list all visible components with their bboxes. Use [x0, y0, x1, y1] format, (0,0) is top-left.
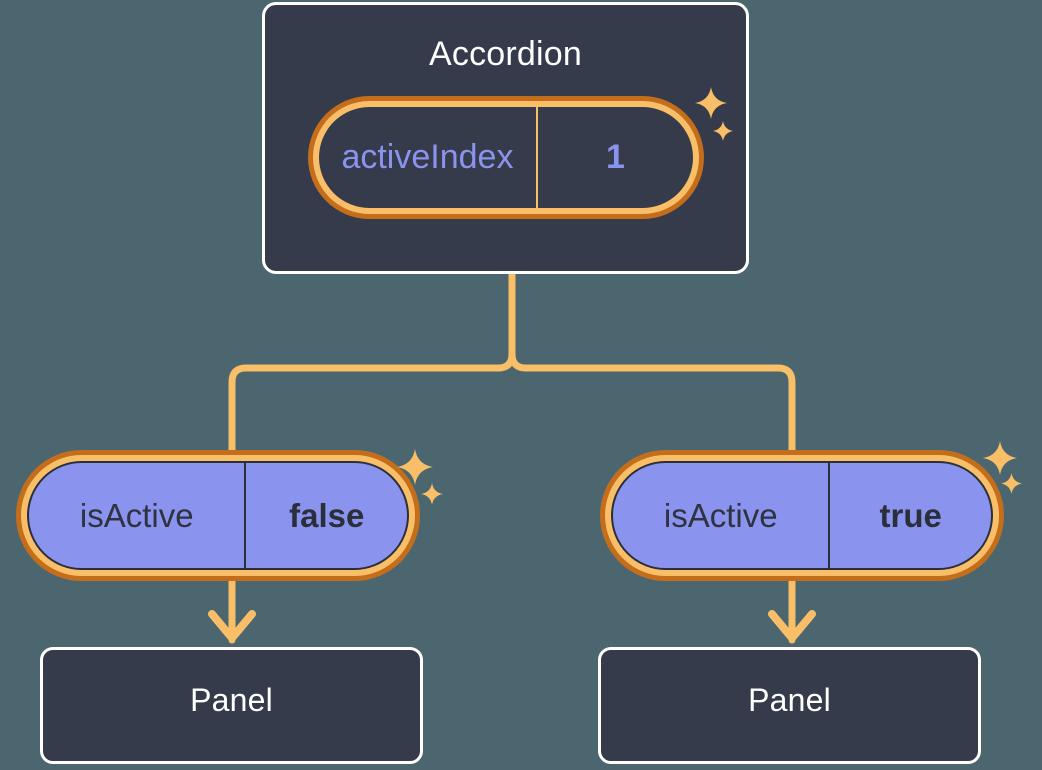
sparkle-icon	[1000, 472, 1023, 495]
state-pill-isactive-left[interactable]: isActive false	[16, 450, 420, 581]
node-panel-left[interactable]: Panel	[40, 647, 423, 764]
state-pill-value: 1	[605, 138, 625, 176]
node-accordion-label: Accordion	[429, 35, 582, 73]
state-pill-body: isActive false	[27, 461, 409, 570]
state-pill-body: isActive true	[611, 461, 993, 570]
state-pill-ring: isActive false	[21, 455, 415, 576]
state-pill-ring: activeIndex 1	[313, 101, 699, 214]
state-pill-isactive-right[interactable]: isActive true	[600, 450, 1004, 581]
state-pill-ring: isActive true	[605, 455, 999, 576]
edge-root-to-right	[508, 270, 796, 456]
state-pill-key: isActive	[613, 463, 831, 568]
sparkle-icon	[420, 482, 444, 506]
arrowhead-right-icon	[768, 610, 816, 642]
state-pill-key: isActive	[29, 463, 247, 568]
edge-root-to-left	[228, 270, 516, 456]
state-pill-value: true	[879, 496, 942, 534]
sparkle-icon	[982, 440, 1018, 476]
node-panel-label: Panel	[748, 682, 831, 718]
state-pill-body: activeIndex 1	[319, 107, 693, 208]
state-pill-value: false	[289, 496, 365, 534]
arrowhead-left-icon	[208, 610, 256, 642]
state-pill-key: activeIndex	[319, 107, 538, 208]
node-panel-right[interactable]: Panel	[598, 647, 981, 764]
state-pill-activeindex[interactable]: activeIndex 1	[308, 96, 704, 219]
node-panel-label: Panel	[190, 682, 273, 718]
